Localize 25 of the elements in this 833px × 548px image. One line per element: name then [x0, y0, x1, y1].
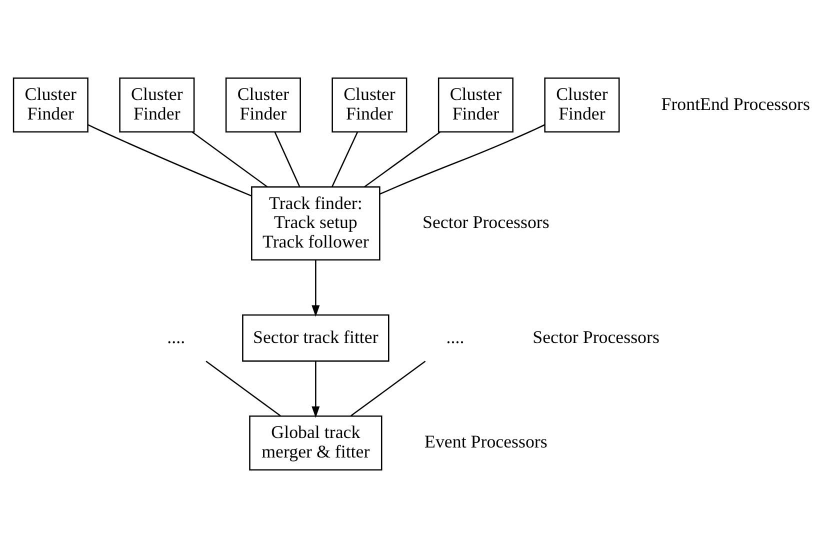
- arrow: [312, 260, 320, 317]
- label: FrontEnd Processors: [661, 94, 810, 114]
- connector: [88, 124, 252, 197]
- node-box: Cluster Finder: [438, 77, 514, 133]
- node-box: Sector track fitter: [242, 314, 390, 362]
- node-box: Global track merger & fitter: [249, 415, 382, 471]
- connector: [380, 124, 546, 195]
- arrow: [312, 362, 320, 418]
- connector: [331, 132, 358, 188]
- label: Sector Processors: [422, 212, 550, 232]
- node-box: Cluster Finder: [332, 77, 408, 133]
- label: Event Processors: [424, 432, 548, 452]
- node-box: Cluster Finder: [119, 77, 195, 133]
- connector: [192, 131, 268, 188]
- connector: [364, 131, 441, 188]
- node-text: ....: [167, 326, 186, 347]
- connector: [206, 360, 281, 416]
- node-box: Cluster Finder: [225, 77, 301, 133]
- node-box: Cluster Finder: [12, 77, 88, 133]
- connector: [274, 132, 300, 188]
- node-text: ....: [446, 326, 464, 347]
- node-box: Track finder: Track setup Track follower: [251, 186, 380, 261]
- connector: [350, 360, 426, 416]
- label: Sector Processors: [532, 326, 660, 347]
- node-box: Cluster Finder: [544, 77, 620, 133]
